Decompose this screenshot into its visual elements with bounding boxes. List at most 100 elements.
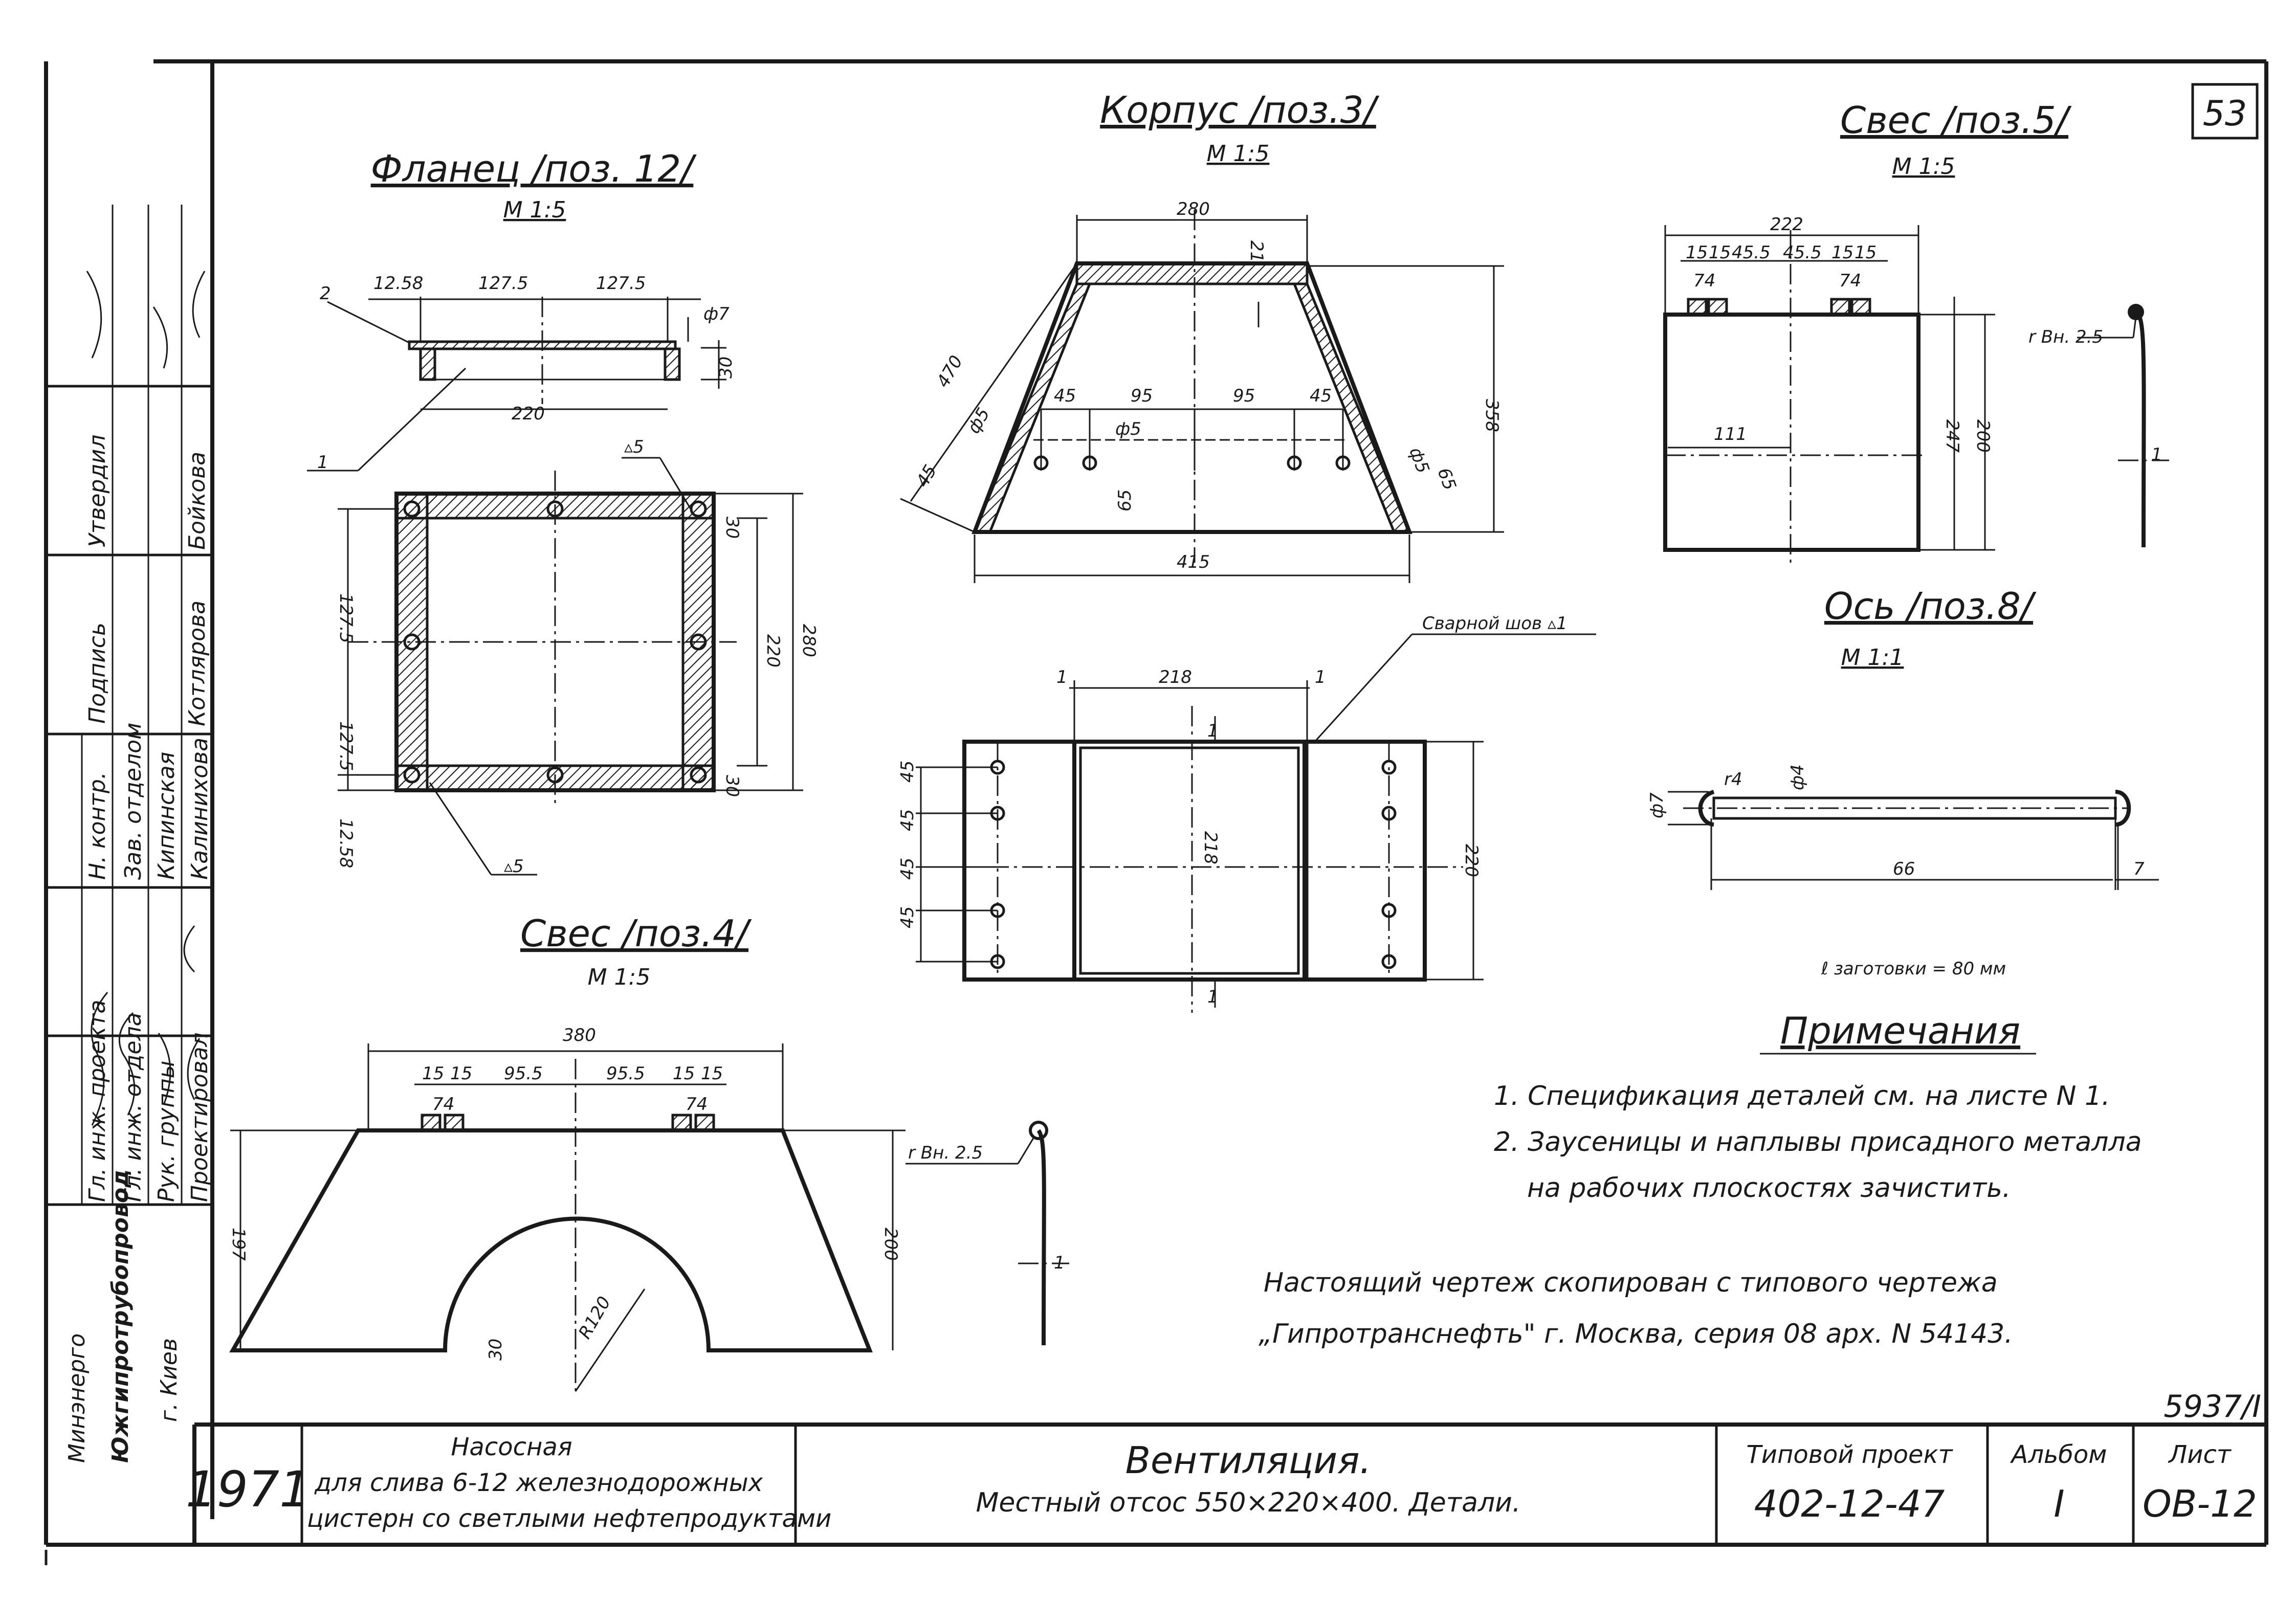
drawing-code: 5937/I: [2163, 1389, 2261, 1425]
body-s1: 45: [912, 461, 941, 491]
overhang4-h1: 197: [228, 1228, 249, 1261]
stamp-name-4: Бойкова: [184, 452, 210, 550]
flange-weld-bottom: ▵5: [504, 856, 524, 877]
axle-scale: М 1:1: [1841, 644, 1904, 671]
body-base: 415: [1177, 552, 1210, 572]
plan-p6: 220: [1461, 844, 1482, 877]
stamp-city: г. Киев: [156, 1338, 182, 1422]
body-hole-l: ф5: [963, 405, 994, 437]
plan-p7: 1: [1207, 987, 1219, 1007]
body-slant: 470: [933, 352, 967, 391]
stamp-role-3: Рук. группы: [153, 1061, 180, 1202]
overhang4-d: 95.5: [606, 1063, 645, 1084]
note-1: 1. Спецификация деталей см. на листе N 1…: [1494, 1081, 2110, 1111]
flange-d6: 30: [716, 357, 736, 379]
stamp-role-7: Подпись: [84, 622, 111, 724]
overhang4-a: 15: [422, 1063, 444, 1084]
stamp-name-1: Кипинская: [153, 752, 180, 880]
note-2: 2. Заусеницы и наплывы присадного металл…: [1494, 1127, 2142, 1158]
overhang4-g: 74: [432, 1094, 454, 1115]
view-overhang-5: Свес /поз.5/ М 1:5 222 15 15 45.5 45.5 1…: [1663, 99, 2169, 563]
overhang4-f: 15: [701, 1063, 723, 1084]
overhang4-r-in: r Вн. 2.5: [908, 1143, 983, 1163]
overhang5-c: 45.5: [1732, 242, 1771, 263]
plan-v2: 45: [897, 809, 918, 831]
overhang4-e: 15: [673, 1063, 695, 1084]
overhang4-t: 1: [1054, 1253, 1065, 1273]
flange-d2: 127.5: [478, 273, 528, 294]
plan-p3: 1: [1315, 667, 1326, 687]
flange-d1: 12.58: [373, 273, 423, 294]
overhang4-b: 15: [450, 1063, 472, 1084]
overhang5-r: r Вн. 2.5: [2028, 327, 2103, 347]
flange-d13: 30: [722, 775, 742, 797]
body-top: 280: [1177, 199, 1210, 219]
flange-title: Фланец /поз. 12/: [371, 147, 697, 190]
sheet-number: 53: [2203, 94, 2247, 134]
plan-holes: [990, 760, 1397, 969]
overhang5-e: 15: [1831, 242, 1853, 263]
body-scale: М 1:5: [1207, 141, 1270, 167]
tb-object-1: Насосная: [451, 1433, 572, 1461]
tb-album-label: Альбом: [2010, 1440, 2107, 1469]
notes-block: Примечания 1. Спецификация деталей см. н…: [1259, 1009, 2142, 1349]
flange-weld-top: ▵5: [624, 437, 644, 457]
flange-d12: 220: [763, 634, 783, 668]
weld-note: Сварной шов ▵1: [1422, 613, 1568, 634]
axle-end: 7: [2133, 859, 2145, 879]
side-stamp: Минэнерго Южгипротрубопровод г. Киев Гл.…: [46, 205, 213, 1463]
copy-note-1: Настоящий чертеж скопирован с типового ч…: [1264, 1268, 1998, 1298]
plan-p4: 1: [1207, 721, 1219, 741]
view-body: Корпус /поз.3/ М 1:5 280 21 470 35: [900, 88, 1504, 583]
title-block: 1971 Насосная для слива 6-12 железнодоро…: [186, 1422, 2266, 1545]
plan-p2: 218: [1159, 667, 1192, 687]
overhang5-f: 15: [1855, 242, 1876, 263]
flange-d10: 30: [722, 517, 742, 539]
flange-d9: 12.58: [336, 818, 356, 868]
overhang5-h2: 200: [1973, 419, 1993, 453]
body-hole-r: ф5: [1405, 444, 1433, 476]
axle-title: Ось /поз.8/: [1824, 585, 2037, 628]
overhang5-title: Свес /поз.5/: [1840, 99, 2072, 142]
sheet-frame: [44, 59, 2268, 1565]
view-axle: Ось /поз.8/ М 1:1 ф7 r4 ф4 66 7 ℓ загото…: [1647, 585, 2159, 979]
stamp-role-5: Н. контр.: [84, 772, 111, 880]
axle-len: 66: [1893, 859, 1915, 879]
axle-d2: ф4: [1787, 764, 1808, 790]
copy-note-2: „Гипротранснефть" г. Москва, серия 08 ар…: [1259, 1319, 2013, 1349]
stamp-org-1: Минэнерго: [64, 1333, 90, 1463]
view-overhang-4: Свес /поз.4/ М 1:5 380 15 15 95.5 95.5 1…: [228, 912, 1069, 1392]
sheet-number-box: 53: [2191, 83, 2259, 140]
view-body-plan: Сварной шов ▵1: [897, 613, 1596, 1013]
overhang4-h2: 200: [880, 1228, 901, 1261]
overhang4-w: 380: [563, 1025, 596, 1046]
overhang4-scale: М 1:5: [588, 964, 651, 990]
body-s2: 65: [1115, 490, 1135, 512]
stamp-name-2: Калинихова: [187, 738, 213, 880]
body-a2: 95: [1131, 386, 1153, 406]
body-t1: 21: [1246, 240, 1267, 262]
body-a3: 95: [1233, 386, 1255, 406]
stamp-org-2: Южгипротрубопровод: [107, 1169, 134, 1463]
plan-v1: 45: [897, 761, 918, 783]
notes-heading: Примечания: [1780, 1009, 2020, 1052]
flange-d8: 127.5: [336, 721, 356, 771]
stamp-role-2: Гл. инж. отдела: [120, 1012, 146, 1202]
overhang5-g: 74: [1693, 271, 1715, 291]
body-title: Корпус /поз.3/: [1100, 88, 1379, 131]
body-s3: 65: [1433, 465, 1460, 493]
stamp-role-4: Проектировал: [187, 1032, 213, 1202]
flange-d11: 280: [799, 624, 819, 657]
tb-subject-2: Местный отсос 550×220×400. Детали.: [976, 1487, 1520, 1518]
body-a4: 45: [1310, 386, 1332, 406]
body-hole: ф5: [1115, 419, 1141, 439]
tb-sheet-label: Лист: [2168, 1440, 2232, 1469]
tb-object-3: цистерн со светлыми нефтепродуктами: [307, 1504, 831, 1533]
tb-subject-1: Вентиляция.: [1125, 1439, 1372, 1482]
overhang5-h1: 247: [1942, 419, 1962, 453]
stamp-name-3: Котлярова: [184, 601, 210, 726]
axle-d1: ф7: [1647, 792, 1667, 818]
overhang4-s: 30: [485, 1339, 506, 1361]
plan-v3: 45: [897, 858, 918, 880]
axle-blank-note: ℓ заготовки = 80 мм: [1821, 959, 2006, 979]
